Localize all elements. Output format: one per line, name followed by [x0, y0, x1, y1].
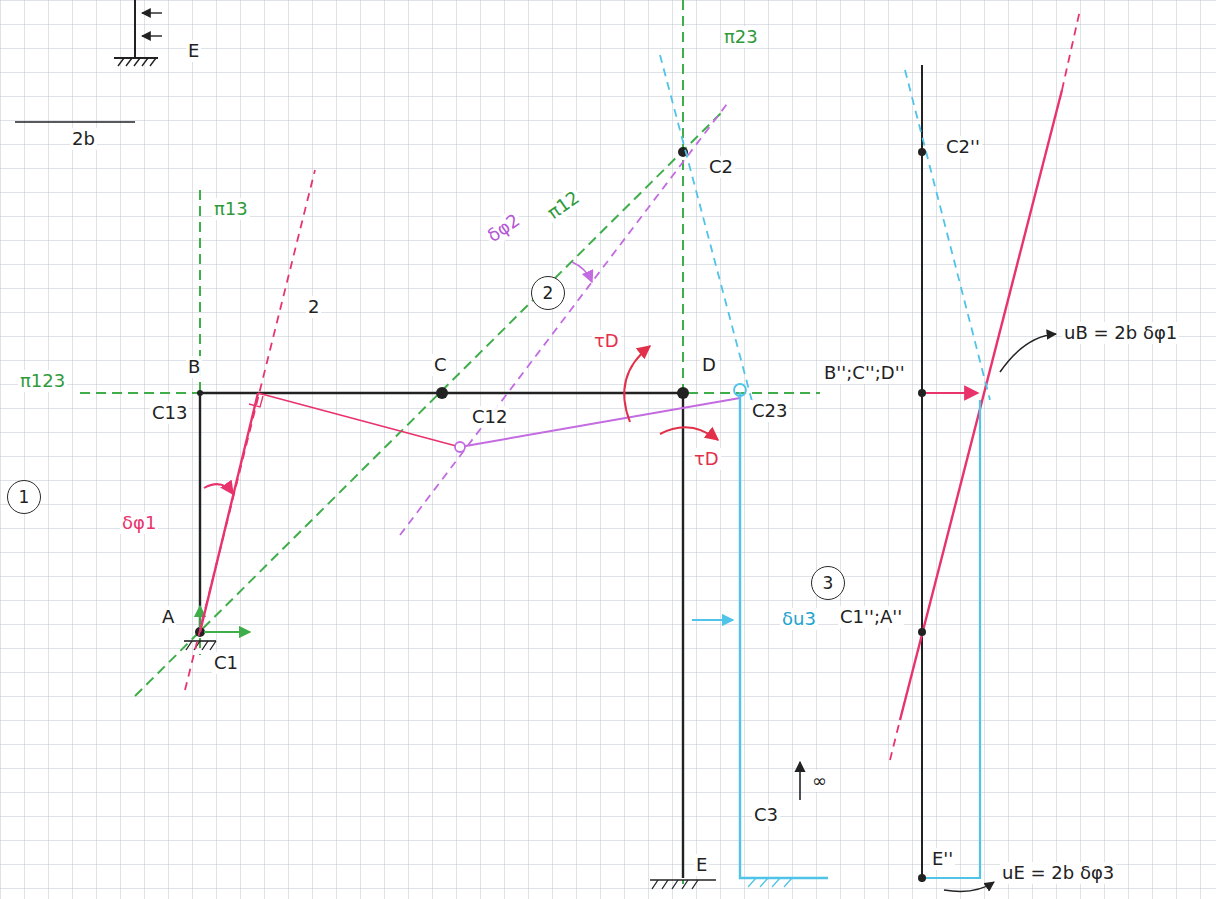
label: δu3 — [780, 608, 818, 630]
label: A — [160, 606, 176, 628]
point — [918, 628, 926, 636]
label: π13 — [212, 198, 250, 220]
label: C13 — [150, 402, 189, 424]
callout-number: 1 — [7, 480, 41, 514]
hinge — [436, 387, 448, 399]
pole-line — [135, 112, 722, 696]
rotation-line — [400, 100, 730, 535]
moment-arrow — [624, 346, 650, 422]
support-base — [650, 879, 716, 881]
label: uB = 2b δφ1 — [1062, 322, 1179, 344]
rotation-line — [185, 170, 315, 690]
dimension-line — [15, 121, 135, 123]
callout-text: 3 — [823, 573, 834, 593]
translation-arrow — [692, 619, 733, 621]
infinity-arrow — [799, 762, 801, 800]
displaced-member — [258, 393, 460, 447]
label: E — [186, 40, 201, 62]
label: C12 — [470, 406, 509, 428]
label: uE = 2b δφ3 — [1000, 862, 1116, 884]
displaced-hinge — [734, 384, 746, 396]
displacement-line — [922, 400, 980, 878]
leader-arrow — [1000, 334, 1056, 372]
point — [918, 148, 926, 156]
leader-arrow — [944, 882, 994, 891]
label: C1 — [212, 652, 240, 674]
label: 2 — [306, 296, 321, 318]
reaction-arrow — [204, 631, 250, 633]
reference-axis — [921, 65, 923, 882]
label: τD — [592, 330, 621, 352]
label: C2'' — [944, 136, 982, 158]
label: π123 — [18, 370, 67, 392]
label: δφ2 — [482, 208, 526, 248]
displaced-member — [740, 392, 828, 878]
support-post — [134, 0, 136, 58]
label: π12 — [542, 185, 586, 225]
support-base — [114, 57, 158, 59]
displacement-line — [905, 70, 990, 400]
callout-text: 1 — [19, 487, 30, 507]
rotation-arrow — [572, 262, 592, 282]
label: C — [432, 354, 449, 376]
label: C3 — [752, 804, 780, 826]
displacement-line — [890, 720, 900, 760]
frame-members — [200, 393, 683, 878]
displacement-line — [1062, 10, 1080, 90]
support-hatch — [652, 880, 698, 889]
label: B — [186, 356, 202, 378]
rotation-arrow — [204, 484, 233, 494]
point — [918, 874, 926, 882]
displaced-member — [200, 393, 258, 632]
label: C1'';A'' — [838, 606, 904, 628]
label: δφ1 — [120, 512, 158, 534]
callout-number: 3 — [811, 566, 845, 600]
reaction-arrow — [142, 35, 162, 36]
displaced-member — [460, 398, 740, 447]
moment-arrow — [660, 427, 718, 440]
label: π23 — [722, 26, 760, 48]
label: ∞ — [810, 770, 829, 792]
displacement-arrow — [922, 392, 978, 394]
label: E'' — [930, 848, 955, 870]
label: τD — [692, 448, 721, 470]
reaction-arrow — [142, 12, 162, 13]
label: D — [700, 354, 718, 376]
point — [918, 389, 926, 397]
callout-number: 2 — [531, 276, 565, 310]
support-hatch — [748, 878, 792, 887]
label: B'';C'';D'' — [822, 362, 907, 384]
rotation-line — [660, 55, 757, 420]
label: C2 — [707, 156, 735, 178]
joint — [197, 390, 203, 396]
label: E — [694, 854, 709, 876]
support-hatch — [118, 58, 156, 66]
right-angle-mark — [249, 396, 263, 407]
displaced-hinge — [455, 442, 465, 452]
label: 2b — [70, 128, 97, 150]
hinge — [677, 387, 689, 399]
label: C23 — [750, 400, 789, 422]
support-hatch — [186, 641, 216, 650]
callout-text: 2 — [543, 283, 554, 303]
